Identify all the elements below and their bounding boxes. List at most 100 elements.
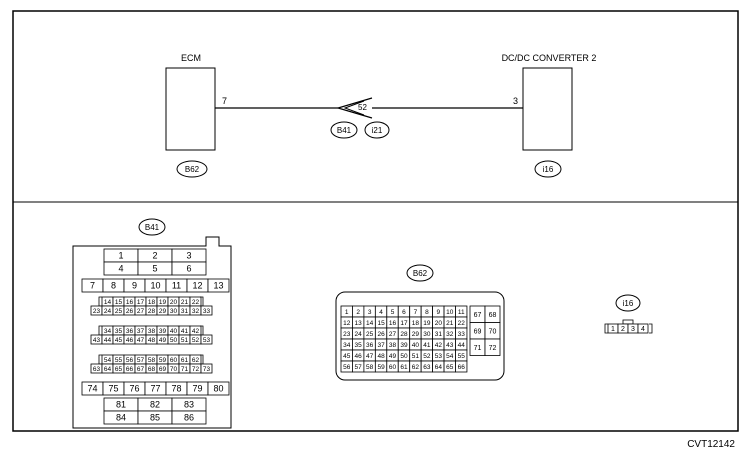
b41-pin-label: 81 (116, 400, 126, 410)
b41-connector-oval (138, 218, 166, 236)
b62-pin-label: 36 (366, 342, 374, 349)
converter-pin-label: 3 (513, 96, 518, 106)
converter-connector-label: i16 (543, 165, 554, 174)
b41-pin-label: 74 (87, 384, 97, 394)
b41-pin-label: 28 (148, 308, 156, 315)
ecm-pin-label: 7 (222, 96, 227, 106)
b62-pin-label: 68 (489, 312, 497, 319)
i16-pin-label: 4 (641, 326, 645, 333)
b41-pin-label: 60 (170, 357, 178, 364)
b62-pin-label: 9 (437, 309, 441, 316)
b41-pin-label: 30 (170, 308, 178, 315)
b41-pin-label: 8 (111, 281, 116, 291)
b62-pin-label: 54 (446, 353, 454, 360)
b41-pin-label: 54 (104, 357, 112, 364)
b62-pin-label: 5 (391, 309, 395, 316)
i16-connector-oval (615, 294, 641, 312)
b41-pin-label: 55 (115, 357, 123, 364)
b62-pin-label: 47 (366, 353, 374, 360)
b62-pin-label: 23 (343, 331, 351, 338)
b41-pin-label: 51 (181, 337, 189, 344)
b62-pin-label: 33 (458, 331, 466, 338)
b41-pin-label: 15 (115, 299, 123, 306)
b41-pin-label: 53 (203, 337, 211, 344)
b41-pin-cell (207, 278, 230, 293)
b62-pin-label: 50 (400, 353, 408, 360)
b41-pin-label: 43 (93, 337, 101, 344)
b41-pin-label: 19 (159, 299, 167, 306)
b41-pin-label: 78 (171, 384, 181, 394)
b41-pin-label: 64 (104, 366, 112, 373)
b62-pin-label: 10 (446, 309, 454, 316)
b62-pin-label: 18 (412, 320, 420, 327)
b41-pin-label: 20 (170, 299, 178, 306)
b62-pin-cell (455, 360, 468, 373)
b41-pin-label: 14 (104, 299, 112, 306)
b41-pin-label: 71 (181, 366, 189, 373)
b41-pin-label: 11 (172, 281, 181, 291)
b62-pin-label: 38 (389, 342, 397, 349)
b41-pin-label: 2 (152, 251, 157, 261)
b62-connector-label: B62 (413, 269, 428, 278)
b41-pin-label: 83 (184, 400, 194, 410)
b62-pin-label: 7 (414, 309, 418, 316)
b62-pin-label: 45 (343, 353, 351, 360)
b62-pin-cell (484, 338, 501, 356)
b62-pin-label: 19 (423, 320, 431, 327)
b62-pin-label: 42 (435, 342, 443, 349)
b41-pin-label: 23 (93, 308, 101, 315)
b41-pin-cell (171, 261, 207, 276)
ecm-label: ECM (181, 53, 201, 63)
b41-pin-label: 63 (93, 366, 101, 373)
b41-pin-label: 85 (150, 413, 160, 423)
b41-pin-label: 6 (186, 264, 191, 274)
converter-connector-oval (534, 160, 562, 178)
b41-pin-label: 52 (192, 337, 200, 344)
b41-pin-label: 48 (148, 337, 156, 344)
b41-pin-label: 21 (181, 299, 189, 306)
b62-pin-label: 55 (458, 353, 466, 360)
b62-pin-label: 58 (366, 364, 374, 371)
b41-pin-cell (171, 410, 207, 425)
i16-bracket (649, 323, 653, 334)
joint-connector-symbol (335, 97, 373, 119)
b41-bracket (98, 296, 102, 307)
b41-pin-label: 18 (148, 299, 156, 306)
b62-pin-label: 64 (435, 364, 443, 371)
b62-pin-label: 71 (474, 345, 482, 352)
b62-pin-label: 43 (446, 342, 454, 349)
b41-pin-label: 49 (159, 337, 167, 344)
b62-pin-label: 35 (355, 342, 363, 349)
b62-pin-label: 13 (355, 320, 363, 327)
b41-pin-label: 86 (184, 413, 194, 423)
ecm-connector-label: B62 (185, 165, 200, 174)
b62-pin-label: 1 (345, 309, 349, 316)
b41-pin-label: 75 (108, 384, 118, 394)
b62-pin-label: 59 (377, 364, 385, 371)
b41-pin-label: 39 (159, 328, 167, 335)
b62-pin-label: 31 (435, 331, 443, 338)
b41-pin-cell (200, 305, 213, 316)
b41-pin-label: 72 (192, 366, 200, 373)
b62-housing (335, 291, 505, 381)
i16-bracket (604, 323, 608, 334)
b62-pin-label: 25 (366, 331, 374, 338)
ecm-connector-oval (176, 160, 208, 178)
b41-pin-label: 24 (104, 308, 112, 315)
b41-pin-label: 10 (150, 281, 160, 291)
converter-box (522, 67, 573, 151)
b62-pin-label: 65 (446, 364, 454, 371)
b41-pin-label: 59 (159, 357, 167, 364)
b41-pin-label: 45 (115, 337, 123, 344)
joint-connector-label-i21: i21 (372, 126, 383, 135)
b62-pin-label: 41 (423, 342, 431, 349)
b41-pin-label: 80 (213, 384, 223, 394)
b41-pin-label: 46 (126, 337, 134, 344)
b41-pin-label: 82 (150, 400, 160, 410)
b62-pin-label: 46 (355, 353, 363, 360)
b62-pin-label: 40 (412, 342, 420, 349)
b41-housing (72, 236, 232, 429)
b41-pin-label: 26 (126, 308, 134, 315)
